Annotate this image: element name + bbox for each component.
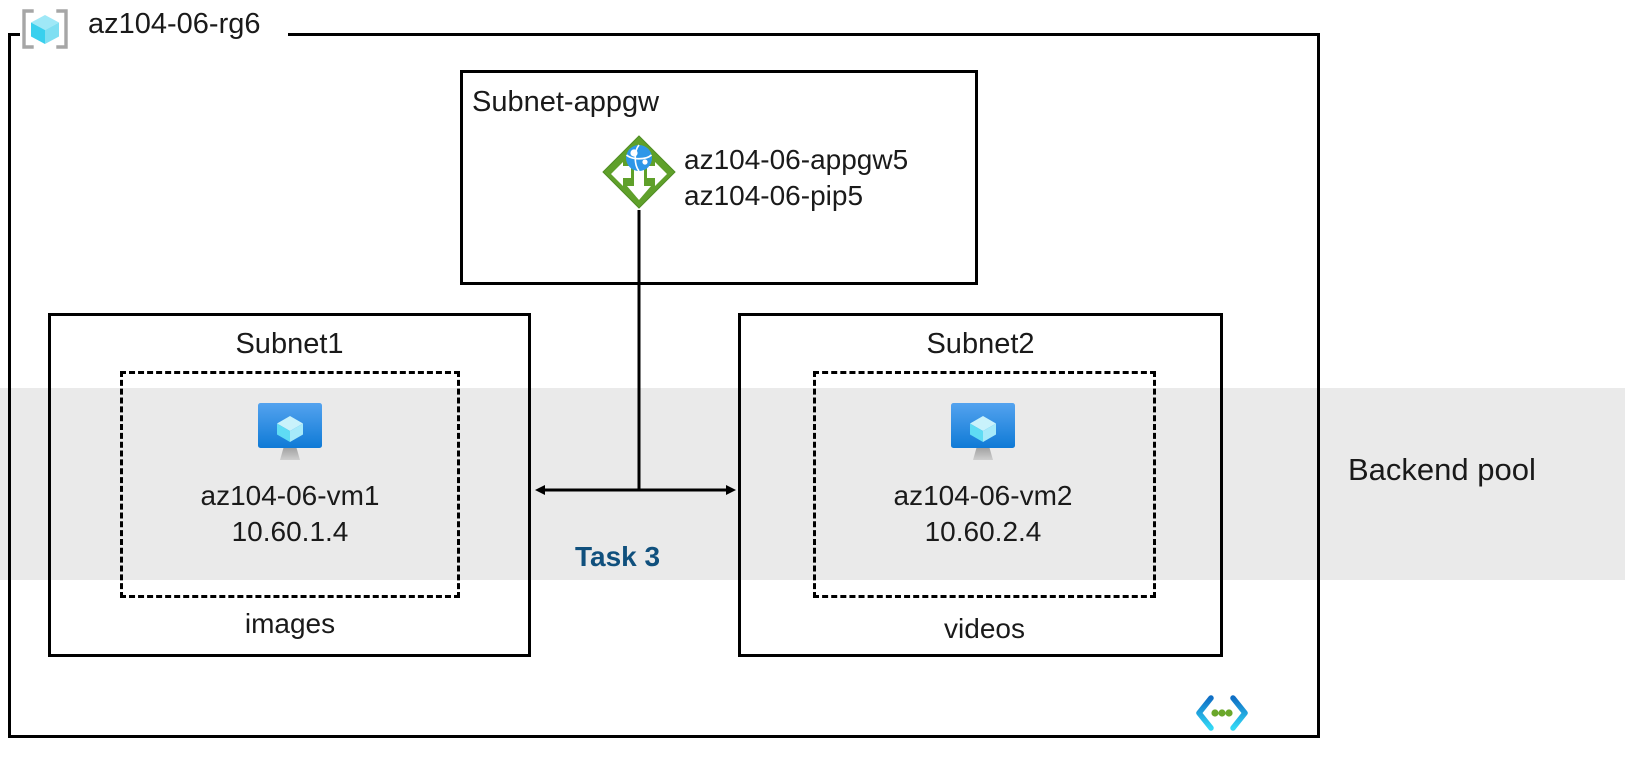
resource-group-name: az104-06-rg6 [88, 8, 261, 40]
vm2-name: az104-06-vm2 [893, 480, 1073, 511]
subnet2-dashed-boundary [813, 371, 1156, 598]
appgw-resource-names: az104-06-appgw5 az104-06-pip5 [684, 142, 908, 215]
virtual-machine-icon [951, 403, 1015, 460]
vm1-block: az104-06-vm1 10.60.1.4 [120, 400, 460, 550]
code-brackets-icon [1193, 692, 1251, 734]
vm2-ip: 10.60.2.4 [924, 515, 1042, 547]
resource-group-cube-icon [20, 7, 70, 51]
vm1-ip: 10.60.1.4 [231, 515, 349, 547]
subnet1-title: Subnet1 [235, 328, 344, 360]
subnet-appgw-title: Subnet-appgw [472, 86, 660, 118]
backend-pool-label: Backend pool [1348, 452, 1536, 487]
subnet2-box [738, 313, 1223, 657]
appgw-name: az104-06-appgw5 [684, 144, 909, 175]
subnet2-title: Subnet2 [926, 328, 1035, 360]
virtual-machine-icon [258, 403, 322, 460]
task-3-label: Task 3 [575, 541, 661, 572]
subnet2-container-label: videos [944, 613, 1025, 644]
subnet1-dashed-boundary [120, 371, 460, 598]
resource-group-frame [8, 33, 1320, 738]
application-gateway-icon [601, 134, 677, 210]
vm2-block: az104-06-vm2 10.60.2.4 [813, 400, 1153, 550]
subnet1-container-label: images [244, 608, 336, 639]
subnet1-box [48, 313, 531, 657]
vm1-name: az104-06-vm1 [200, 480, 380, 511]
public-ip-name: az104-06-pip5 [684, 180, 864, 212]
subnet-appgw-box [460, 70, 978, 285]
